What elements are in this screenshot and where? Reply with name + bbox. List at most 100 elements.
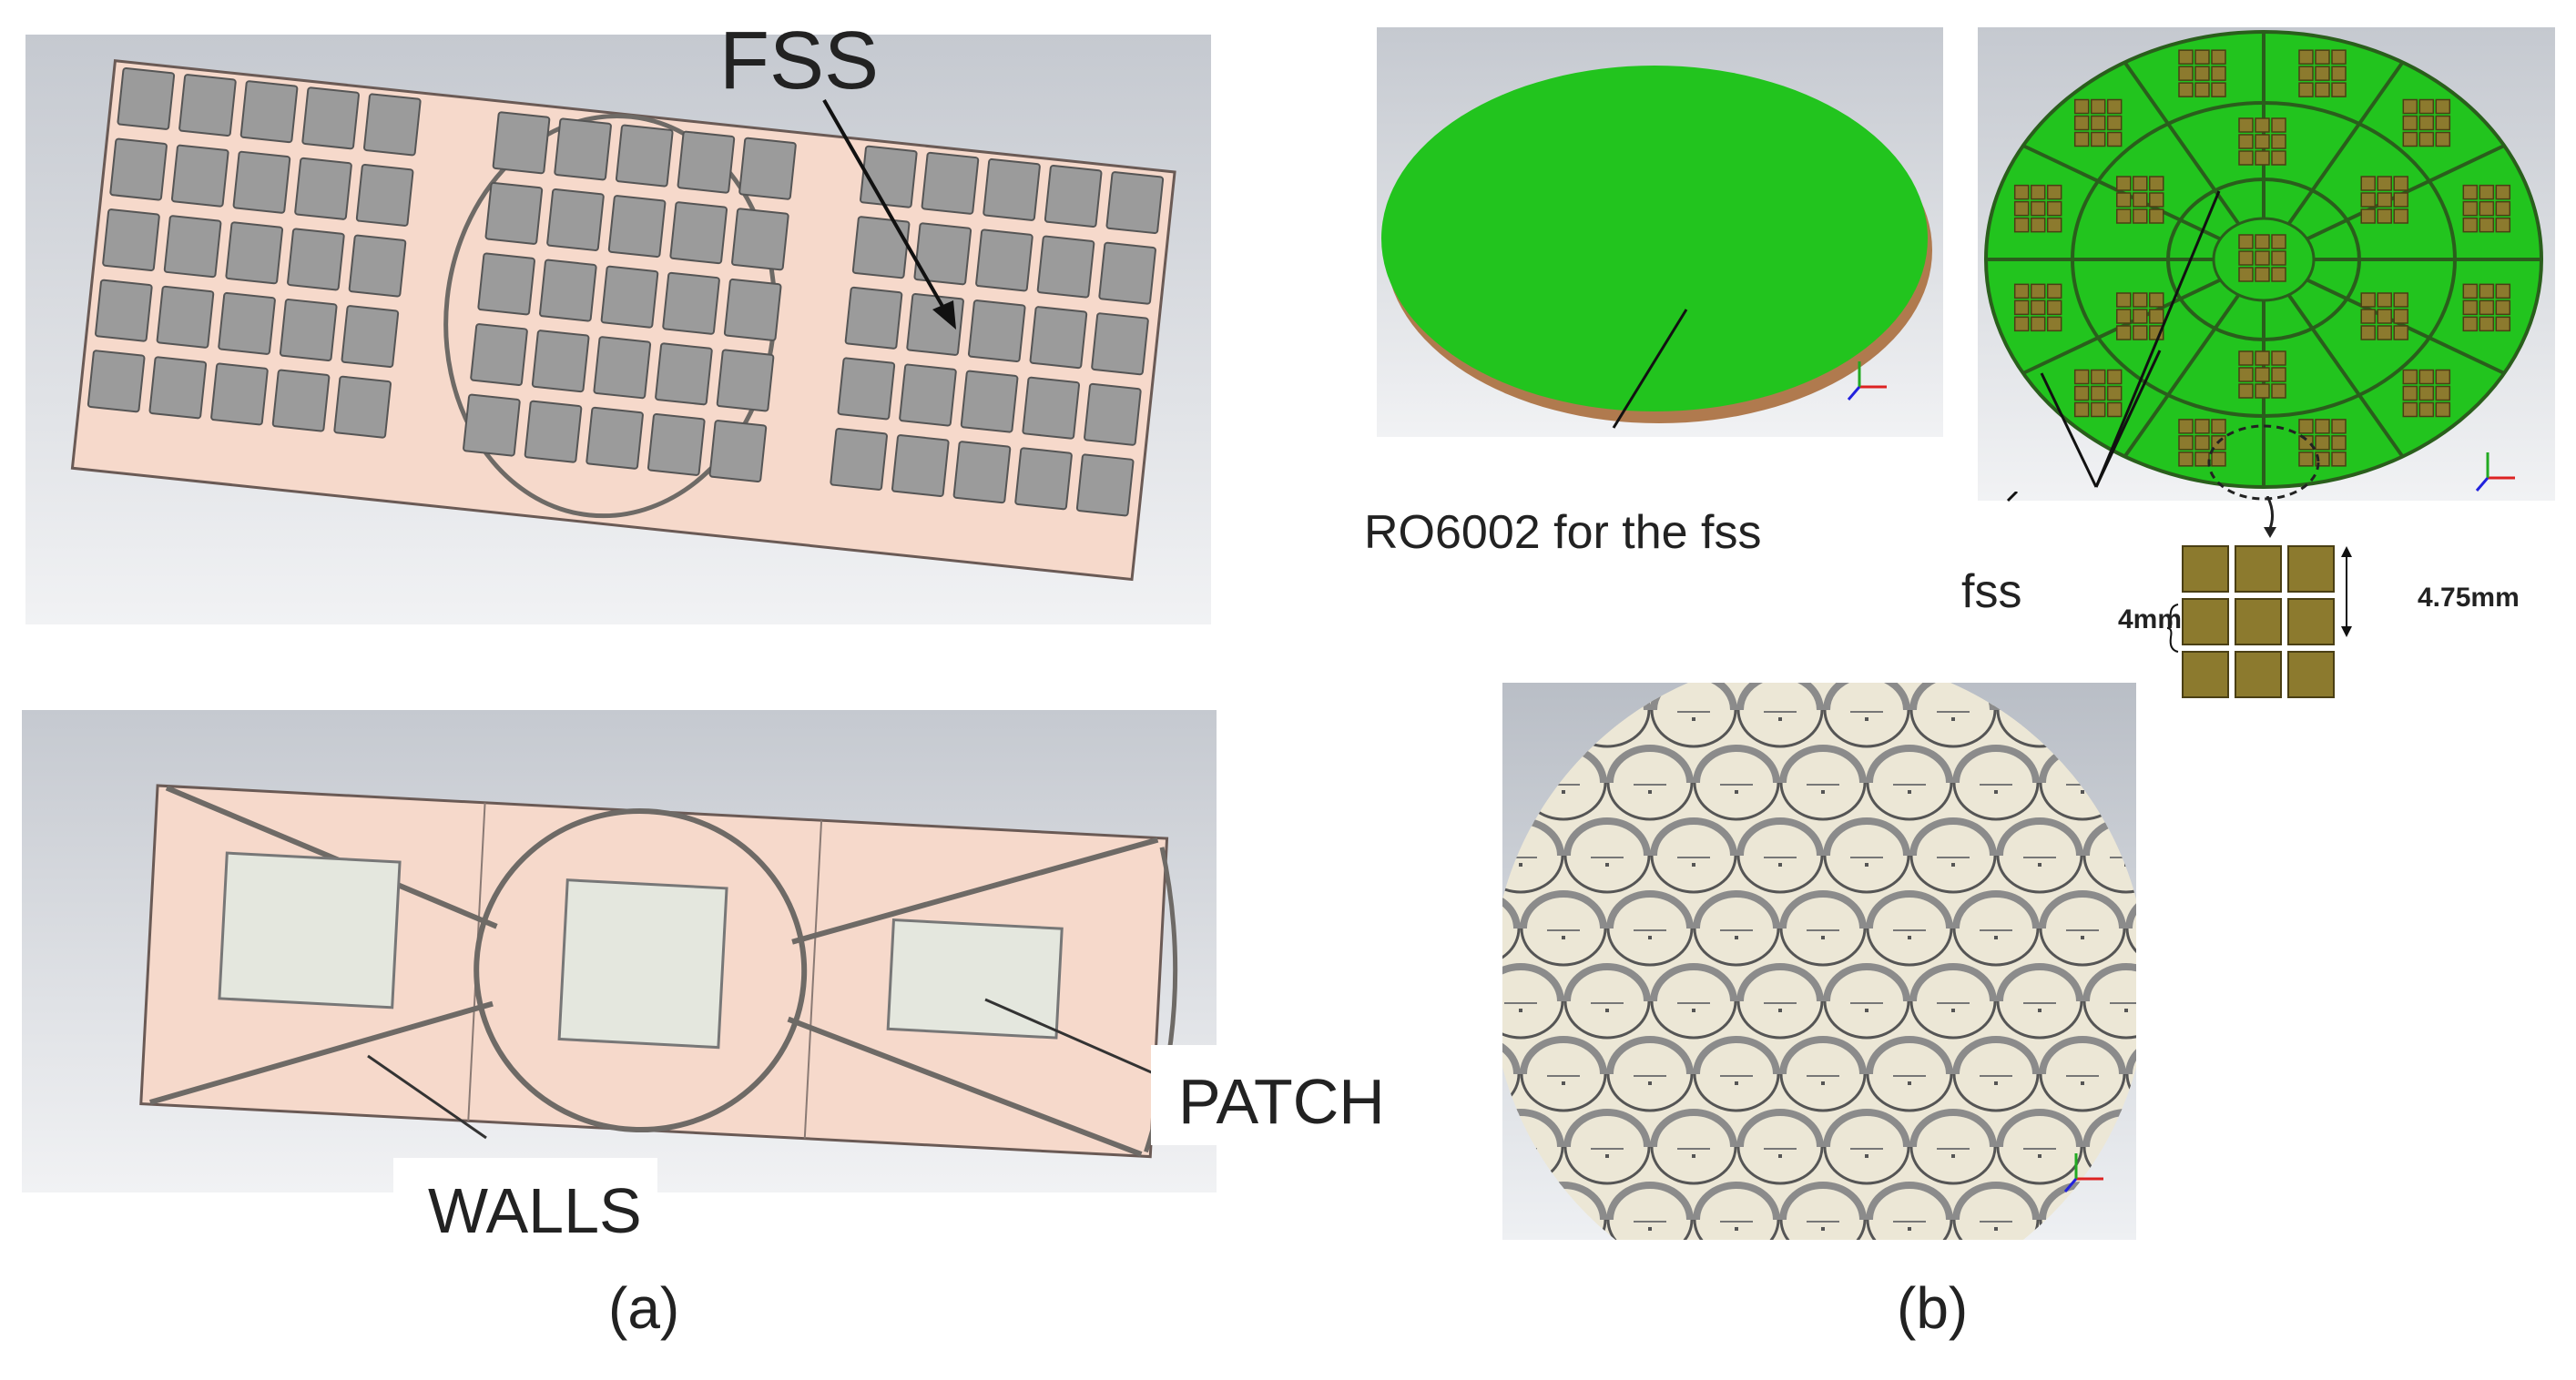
fss-patch <box>2298 435 2314 451</box>
fss-patch <box>2073 401 2090 418</box>
fss-patch <box>2013 283 2030 299</box>
fss-element <box>593 336 652 400</box>
fss-element <box>1044 165 1103 228</box>
fss-patch <box>2211 82 2226 97</box>
fss-patch <box>2495 217 2511 233</box>
fss-patch <box>2238 367 2254 382</box>
fss-antenna-render <box>25 35 1211 624</box>
fss-element <box>860 145 918 208</box>
fss-patch <box>2238 134 2254 149</box>
fss-patch <box>2435 131 2451 147</box>
fss-element <box>210 362 269 426</box>
fss-patch <box>2331 419 2347 434</box>
fss-element <box>102 208 160 272</box>
fss-patch <box>2149 192 2164 208</box>
fss-patch <box>2393 208 2408 224</box>
fss-element <box>738 137 797 200</box>
fss-patch <box>2238 117 2254 133</box>
fss-element <box>1022 376 1081 440</box>
fss-unit-cell-detail <box>2178 541 2378 705</box>
fss-element <box>355 164 414 227</box>
fss-patch <box>2194 419 2210 434</box>
fss-patch <box>2073 385 2090 401</box>
fss-patch <box>2402 131 2418 147</box>
fss-patch <box>2402 369 2418 385</box>
fss-patch <box>2402 115 2418 131</box>
fss-element <box>225 221 284 285</box>
fss-element <box>539 259 597 322</box>
fss-element <box>554 117 612 181</box>
fss-patch <box>2046 217 2062 233</box>
fss-element <box>723 278 782 341</box>
fss-patch <box>2073 115 2090 131</box>
fss-element <box>178 74 237 137</box>
unit-cell-patch <box>2182 598 2229 645</box>
fss-element <box>655 342 713 406</box>
fss-patch <box>2073 131 2090 147</box>
fss-element <box>531 330 590 393</box>
axis-triad-icon <box>2475 452 2515 492</box>
fss-element <box>341 305 400 369</box>
axis-triad-icon <box>1847 361 1887 401</box>
fss-element <box>708 420 768 482</box>
fss-element <box>95 279 153 342</box>
fss-element <box>731 208 789 271</box>
fss-element <box>899 363 957 427</box>
fss-patch <box>2106 385 2123 401</box>
fss-element <box>647 412 706 476</box>
fss-patch <box>2315 82 2330 97</box>
fss-patch <box>2133 292 2148 308</box>
fss-element <box>463 393 521 457</box>
fss-patch <box>2298 419 2314 434</box>
fss-patch <box>2360 192 2376 208</box>
fss-element <box>677 130 736 194</box>
fss-patch <box>2315 419 2330 434</box>
fss-patch <box>2402 385 2418 401</box>
fss-patch <box>2331 82 2347 97</box>
fss-patch <box>2178 435 2194 451</box>
fss-patch <box>2360 208 2376 224</box>
fss-patch <box>2030 299 2046 316</box>
ro6002-label: RO6002 for the fss <box>1364 506 1762 559</box>
fss-patch <box>2030 316 2046 332</box>
cap-array-render <box>1502 683 2136 1240</box>
cap-element <box>1736 683 1824 748</box>
fss-patch <box>2393 176 2408 191</box>
unit-cell-patch <box>2235 651 2282 698</box>
fss-patch <box>2402 98 2418 115</box>
fss-patch <box>2178 452 2194 467</box>
fss-patch <box>2106 369 2123 385</box>
fss-patch <box>2377 176 2392 191</box>
fss-patch <box>2030 217 2046 233</box>
fss-patch <box>2149 176 2164 191</box>
patch-pointer-line <box>984 998 1156 1076</box>
fss-patch <box>2238 250 2254 266</box>
fss-patch <box>2238 267 2254 282</box>
fss-patch <box>2106 98 2123 115</box>
fss-patch <box>2462 200 2479 217</box>
fss-element <box>294 157 352 220</box>
fss-patch <box>2495 299 2511 316</box>
fss-patch <box>2013 184 2030 200</box>
walls-pointer-line <box>367 1054 487 1140</box>
fss-patch <box>2133 192 2148 208</box>
fss-element <box>148 356 208 420</box>
fss-patch <box>2418 98 2435 115</box>
fss-patch <box>2435 385 2451 401</box>
fss-patch <box>2271 250 2286 266</box>
fss-patch <box>2211 49 2226 65</box>
fss-patch <box>2495 184 2511 200</box>
fss-element <box>492 111 551 175</box>
fss-element <box>239 80 299 144</box>
fss-patch <box>2238 383 2254 399</box>
fss-patch <box>2149 309 2164 324</box>
fss-element <box>484 181 544 245</box>
fss-patch <box>2479 316 2495 332</box>
fss-patch <box>2255 150 2270 166</box>
fss-patch <box>2030 283 2046 299</box>
fss-element <box>87 350 146 413</box>
fss-patch <box>2298 82 2314 97</box>
fss-patch <box>2013 217 2030 233</box>
fss-element <box>851 216 911 279</box>
fss-patch <box>2377 292 2392 308</box>
